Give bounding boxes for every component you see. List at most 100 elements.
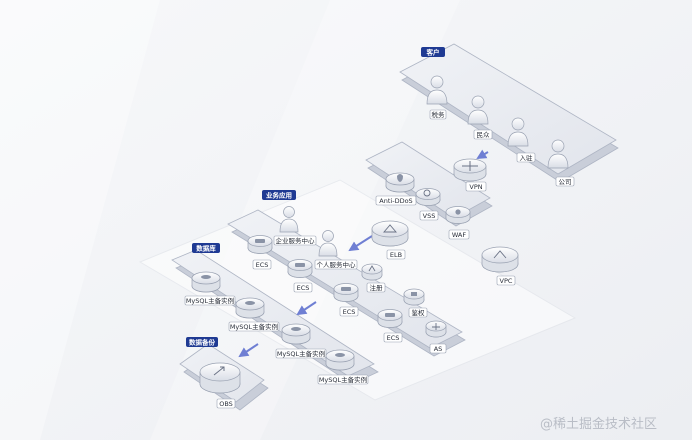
vpn-node [453,158,487,182]
anti-ddos-node [385,172,415,193]
person-icon [279,206,299,233]
register-node [361,263,383,281]
as-node [425,320,447,338]
elb-node [371,220,409,247]
arrow-database-to-backup [238,343,259,358]
label-service-center: 企业服务中心 [273,235,317,246]
label-mysql-primary: MySQL主备实例 [184,295,236,306]
vss-node [415,188,441,206]
label-public: 公司 [555,176,575,187]
person-icon [426,75,448,105]
group-badge-backup: 数据备份 [186,337,218,347]
network-icon [462,161,478,171]
firewall-icon [455,209,461,215]
label-citizen: 民众 [473,129,493,140]
svg-text:个人服务中心: 个人服务中心 [317,260,357,269]
svg-text:WAF: WAF [452,231,467,239]
ecs-server-node [333,283,359,302]
svg-text:数据库: 数据库 [196,244,216,253]
label-obs: OBS [216,398,236,409]
label-as: AS [429,343,447,354]
label-register: 注册 [366,282,386,293]
label-vss: VSS [419,210,439,221]
svg-text:客户: 客户 [426,48,440,57]
svg-text:AS: AS [434,345,443,353]
label-waf: WAF [448,229,470,240]
svg-text:VPC: VPC [500,277,513,285]
svg-text:ECS: ECS [256,261,269,269]
svg-text:数据备份: 数据备份 [189,338,216,347]
svg-text:MySQL主备实例: MySQL主备实例 [230,322,278,331]
mysql-db-node [325,349,355,371]
label-vpn: VPN [465,181,487,192]
svg-text:业务应用: 业务应用 [266,191,292,200]
svg-text:入驻: 入驻 [520,153,534,162]
storage-icon [213,366,225,376]
magnifier-icon [423,189,431,197]
label-elb: ELB [386,249,406,260]
database-icon [245,301,255,305]
watermark: @稀土掘金技术社区 [540,416,657,432]
label-ecs-2: ECS [293,282,313,293]
svg-text:企业服务中心: 企业服务中心 [276,236,316,245]
svg-text:公司: 公司 [559,178,572,186]
label-mysql-standby-1: MySQL主备实例 [228,321,280,332]
svg-text:民众: 民众 [477,131,491,139]
svg-text:ECS: ECS [387,334,400,342]
svg-text:VSS: VSS [423,212,436,220]
server-icon [255,239,265,243]
svg-text:OBS: OBS [219,400,233,408]
database-icon [291,327,301,331]
label-auth: 鉴权 [408,307,428,318]
waf-node [445,206,471,224]
mysql-db-node [191,271,221,293]
person-icon [467,95,489,125]
svg-text:Anti-DDoS: Anti-DDoS [379,197,412,205]
svg-text:ECS: ECS [297,284,310,292]
arrow-vpn-to-customer [476,149,489,160]
svg-text:MySQL主备实例: MySQL主备实例 [319,375,367,384]
server-icon [385,313,395,317]
svg-text:ECS: ECS [343,308,356,316]
mysql-db-node [281,323,311,345]
database-icon [335,353,345,357]
group-badge-database: 数据库 [192,243,220,253]
svg-text:MySQL主备实例: MySQL主备实例 [277,349,325,358]
person-icon [318,230,338,257]
label-anti-ddos: Anti-DDoS [375,195,417,206]
group-badge-customer: 客户 [421,47,445,57]
label-ecs-4: ECS [383,332,403,343]
shield-icon [397,174,403,182]
label-personal-center: 个人服务中心 [314,259,358,270]
arrow-business-to-database [296,301,317,316]
svg-text:ELB: ELB [390,251,402,259]
obs-storage-node [199,362,241,394]
mysql-db-node [235,297,265,319]
person-icon [507,117,529,147]
label-mysql-standby-2: MySQL主备实例 [275,348,327,359]
svg-text:注册: 注册 [370,283,384,292]
ecs-server-node [287,259,313,278]
label-ecs-1: ECS [252,259,272,270]
label-mysql-standby-3: MySQL主备实例 [317,374,369,385]
balancer-icon [383,224,397,233]
database-icon [201,275,211,279]
ecs-server-node [377,309,403,328]
person-icon [547,139,569,169]
svg-text:MySQL主备实例: MySQL主备实例 [186,296,234,305]
lock-icon [411,292,417,296]
label-ecs-3: ECS [339,306,359,317]
ecs-server-node [247,235,273,254]
server-icon [295,263,305,267]
svg-text:VPN: VPN [469,183,482,191]
cloud-network-icon [493,250,507,259]
scaling-icon [432,323,440,330]
label-vpc: VPC [496,275,516,286]
background-light-band [0,0,160,440]
group-badge-business: 业务应用 [262,190,296,200]
auth-node [403,288,425,306]
server-icon [341,287,351,291]
label-enterprise: 入驻 [516,152,536,163]
vpc-node [481,246,519,273]
